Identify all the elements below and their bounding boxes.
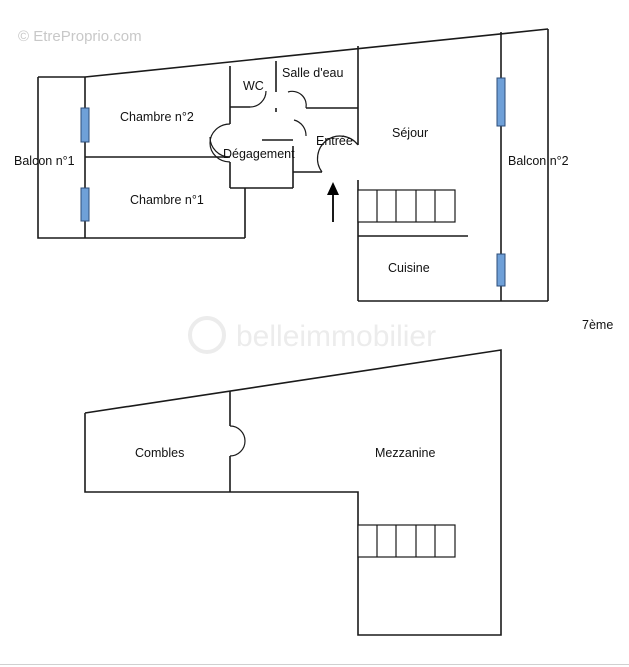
label-entree: Entrée [316, 134, 353, 148]
outer-wall-left [37, 77, 245, 239]
label-degagement: Dégagement [223, 147, 295, 161]
label-mezzanine: Mezzanine [375, 446, 435, 460]
label-cuisine: Cuisine [388, 261, 430, 275]
window-sejour [496, 77, 506, 127]
door-chambre-2 [209, 123, 231, 163]
door-wc [249, 90, 267, 108]
label-balcon-2: Balcon n°2 [508, 154, 569, 168]
window-chambre-2 [80, 107, 90, 143]
door-degagement [293, 119, 307, 137]
window-cuisine [496, 253, 506, 287]
label-balcon-1: Balcon n°1 [14, 154, 75, 168]
upper-floor: Balcon n°1 Chambre n°2 Chambre n°1 WC Sa… [14, 28, 569, 302]
svg-text:belleimmobilier: belleimmobilier [236, 320, 436, 353]
staircase-upper [357, 189, 456, 223]
outer-wall-top [84, 28, 549, 78]
floor-level-label: 7ème [582, 318, 613, 332]
watermark-center: belleimmobilier [188, 316, 436, 354]
watermark-top-left: © EtreProprio.com [18, 28, 142, 45]
label-wc: WC [243, 79, 264, 93]
label-salle-deau: Salle d'eau [282, 66, 344, 80]
staircase-lower [357, 524, 456, 558]
door-chambre-1 [209, 136, 231, 158]
label-chambre-2: Chambre n°2 [120, 110, 194, 124]
lower-floor: Combles Mezzanine [84, 349, 502, 636]
label-combles: Combles [135, 446, 184, 460]
door-sde [287, 90, 307, 109]
label-sejour: Séjour [392, 126, 428, 140]
entrance-arrow-icon [327, 182, 339, 222]
door-combles [229, 425, 246, 457]
label-chambre-1: Chambre n°1 [130, 193, 204, 207]
window-chambre-1 [80, 187, 90, 222]
door-entree [316, 135, 359, 173]
bottom-divider [0, 664, 629, 665]
mezzanine-outline [84, 349, 502, 636]
